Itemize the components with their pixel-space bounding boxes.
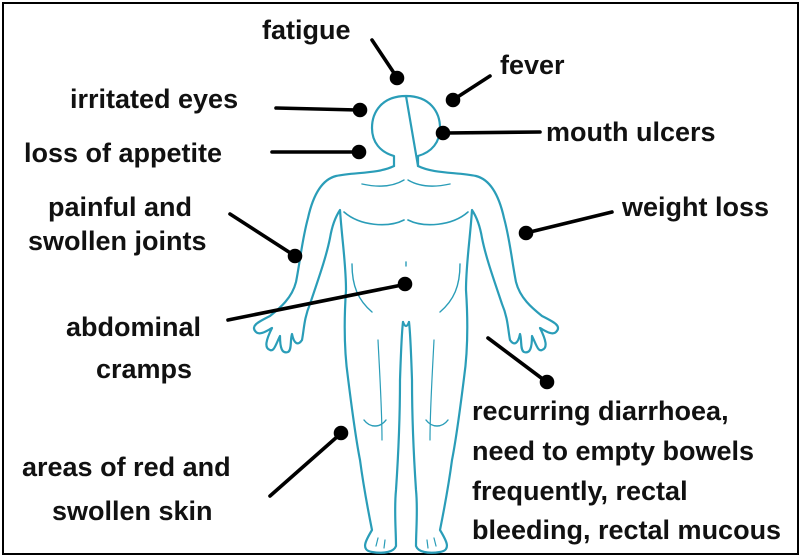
label-mouth-ulcers: mouth ulcers	[546, 117, 716, 147]
leader-lines	[228, 40, 612, 496]
crotch-outline	[403, 322, 409, 326]
label-red-swollen-skin-2: swollen skin	[52, 496, 213, 526]
label-recurring-diarrhoea-2: need to empty bowels	[472, 436, 754, 466]
dot-abdominal-cramps	[400, 279, 411, 290]
leader-weight-loss	[530, 212, 612, 232]
dot-fever	[448, 95, 459, 106]
label-loss-of-appetite: loss of appetite	[24, 138, 222, 168]
label-abdominal-cramps-1: abdominal	[66, 312, 201, 342]
leg-lines	[378, 340, 434, 440]
dot-red-swollen-skin	[336, 428, 347, 439]
leader-painful-joints	[230, 214, 292, 254]
label-abdominal-cramps-2: cramps	[96, 354, 192, 384]
dot-weight-loss	[521, 228, 532, 239]
label-recurring-diarrhoea-1: recurring diarrhoea,	[472, 396, 729, 426]
label-fever: fever	[500, 50, 565, 80]
feet-lines	[376, 538, 436, 548]
dot-loss-of-appetite	[354, 147, 365, 158]
leader-irritated-eyes	[276, 108, 358, 110]
dot-mouth-ulcers	[438, 128, 449, 139]
head-outline	[372, 96, 440, 166]
leader-mouth-ulcers	[446, 132, 540, 133]
label-recurring-diarrhoea-4: bleeding, rectal mucous	[472, 515, 781, 545]
chest-lines	[344, 212, 468, 225]
dot-recurring-diarrhoea	[542, 377, 553, 388]
knee-lines	[364, 420, 448, 426]
collar-lines	[362, 180, 450, 186]
dot-irritated-eyes	[355, 105, 366, 116]
label-red-swollen-skin-1: areas of red and	[22, 452, 231, 482]
label-recurring-diarrhoea-3: frequently, rectal	[472, 476, 688, 506]
label-painful-joints-1: painful and	[48, 192, 192, 222]
leader-red-swollen-skin	[270, 436, 338, 496]
dot-painful-joints	[290, 251, 301, 262]
dot-fatigue	[392, 73, 403, 84]
label-irritated-eyes: irritated eyes	[70, 84, 238, 114]
leader-fever	[456, 76, 490, 98]
label-weight-loss: weight loss	[621, 192, 769, 222]
label-painful-joints-2: swollen joints	[28, 226, 207, 256]
label-fatigue: fatigue	[262, 15, 351, 45]
leader-fatigue	[372, 40, 396, 76]
